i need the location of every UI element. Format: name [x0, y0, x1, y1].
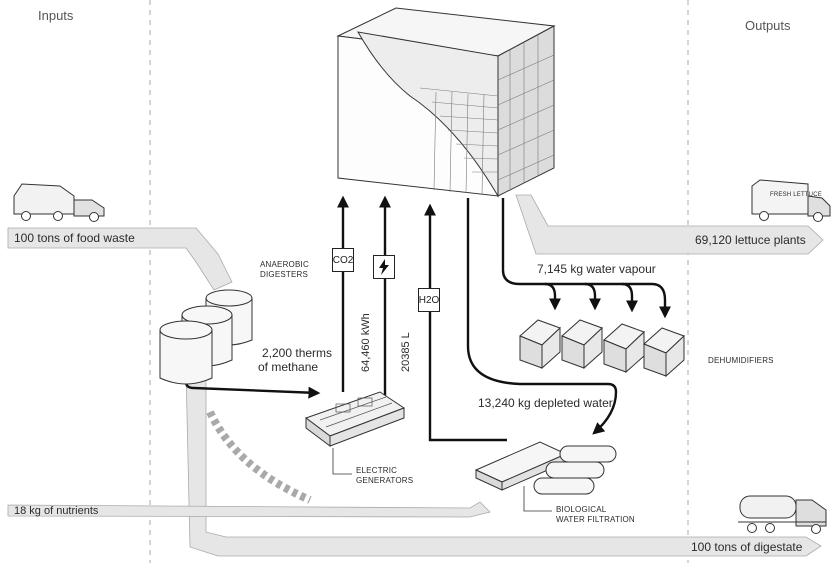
lettuce-output-label: 69,120 lettuce plants [695, 233, 806, 247]
vertical-farm-building [336, 7, 556, 198]
lightning-icon [373, 255, 395, 279]
inputs-header: Inputs [38, 8, 74, 23]
digesters-label-line2: DIGESTERS [260, 270, 309, 279]
outputs-header: Outputs [745, 18, 791, 33]
filtration-leader [523, 486, 552, 512]
nutrients-band [7, 501, 491, 518]
depleted-water-label: 13,240 kg depleted water [478, 396, 613, 410]
truck-sign: FRESH LETTUCE [770, 192, 822, 198]
digestate-output-label: 100 tons of digestate [691, 540, 803, 554]
electric-generators [304, 391, 406, 447]
water-label: 20385 L [400, 332, 412, 372]
delivery-truck-icon [751, 179, 831, 222]
generators-leader [332, 448, 352, 475]
methane-label-line1: 2,200 therms [262, 346, 333, 360]
digesters-label-line1: ANAEROBIC [260, 260, 309, 269]
methane-label-line2: of methane [258, 360, 319, 374]
vapour-branch-1 [544, 282, 561, 311]
tanker-truck-icon [738, 495, 827, 534]
generators-label-line1: ELECTRIC [356, 466, 398, 475]
vapour-branch-2 [584, 282, 601, 311]
water-vapour-label: 7,145 kg water vapour [537, 262, 656, 276]
vapour-branch-3 [621, 282, 638, 313]
depleted-water-line [466, 198, 618, 435]
lettuce-output-band [515, 194, 824, 255]
digestate-dashed-arc [206, 410, 312, 504]
filtration-label-line1: BIOLOGICAL [556, 505, 607, 514]
h2o-tag: H2O [418, 288, 440, 312]
co2-tag: CO2 [332, 248, 354, 272]
filtration-label-line2: WATER FILTRATION [556, 515, 635, 524]
food-waste-label: 100 tons of food waste [14, 231, 135, 245]
water-filtration-tanks [474, 441, 617, 495]
dehumidifiers [519, 319, 685, 378]
anaerobic-digesters [159, 289, 253, 385]
generators-label-line2: GENERATORS [356, 476, 414, 485]
digestate-output-band [185, 369, 822, 557]
garbage-truck-icon [13, 183, 105, 222]
water-return-line [424, 203, 507, 442]
food-waste-band [7, 227, 233, 291]
dehumidifiers-label: DEHUMIDIFIERS [708, 356, 774, 365]
kwh-label: 64,460 kWh [360, 313, 372, 372]
nutrients-label: 18 kg of nutrients [14, 505, 99, 517]
